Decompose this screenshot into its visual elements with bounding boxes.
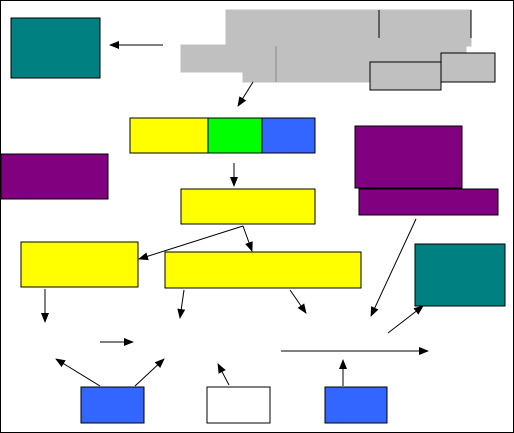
yellow-box-lower-left xyxy=(20,241,139,288)
blue-box-bottom-right xyxy=(324,386,388,424)
gray-box-small-right xyxy=(440,52,496,83)
gray-box-small-left xyxy=(369,61,442,91)
yellow-box-lower-wide xyxy=(164,251,362,289)
arrow-blue-left-up-left xyxy=(55,358,101,387)
yellow-box-middle xyxy=(180,188,316,225)
arrow-white-up xyxy=(217,363,230,386)
arrow-yellow-middle-to-lower-left xyxy=(138,225,244,261)
purple-box-right-bar xyxy=(358,188,499,216)
purple-box-right-top xyxy=(354,125,463,189)
arrow-purple-bar-down xyxy=(370,218,417,317)
teal-box-right xyxy=(414,243,506,307)
teal-box-top-left xyxy=(10,17,101,79)
tri-box-yellow xyxy=(129,117,209,154)
arrow-lower-wide-down-right xyxy=(289,289,307,314)
arrow-lower-wide-down-left xyxy=(177,289,186,319)
arrow-yellow-middle-to-lower-wide xyxy=(242,225,253,252)
tri-box-blue xyxy=(261,117,316,154)
arrow-gray-to-tri-box xyxy=(237,81,254,107)
arrow-to-teal-right xyxy=(387,305,424,334)
white-box-bottom xyxy=(206,386,271,424)
blue-box-bottom-left xyxy=(80,386,145,424)
arrow-blue-left-up-right xyxy=(134,358,165,387)
purple-box-left xyxy=(0,153,109,200)
tri-box-green xyxy=(207,117,263,154)
